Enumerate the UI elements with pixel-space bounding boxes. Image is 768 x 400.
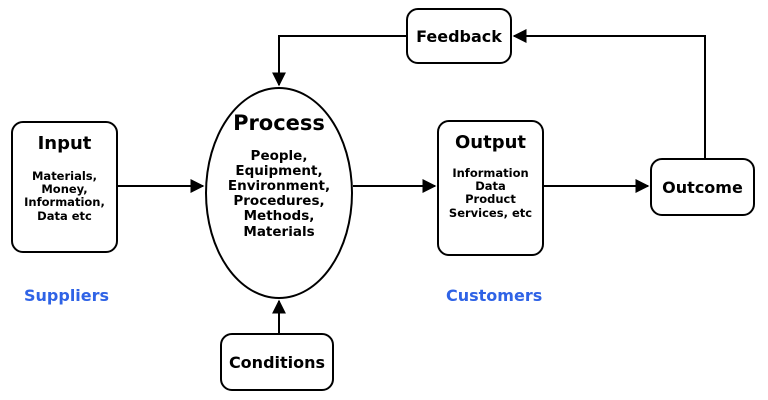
process-line: Environment, (227, 178, 331, 195)
input-node: Input Materials, Money, Information, Dat… (11, 121, 118, 253)
process-line: Procedures, (233, 193, 325, 210)
process-line: Materials (243, 223, 315, 240)
customers-label: Customers (446, 286, 543, 305)
process-line: People, (250, 148, 308, 164)
output-line: Product (465, 192, 516, 207)
conditions-title: Conditions (228, 352, 326, 372)
output-node: Output Information Data Product Services… (437, 120, 544, 256)
feedback-node: Feedback (406, 8, 512, 64)
input-line: Money, (41, 182, 88, 197)
output-details: Information Data Product Services, etc (439, 166, 542, 220)
outcome-node: Outcome (650, 158, 755, 216)
input-line: Information, (24, 195, 105, 210)
feedback-title: Feedback (416, 26, 502, 46)
conditions-node: Conditions (220, 333, 334, 391)
process-node: Process People, Equipment, Environment, … (205, 87, 353, 299)
process-details: People, Equipment, Environment, Procedur… (207, 148, 351, 240)
input-title: Input (37, 133, 92, 154)
outcome-title: Outcome (662, 177, 743, 197)
arrow-feedback-to-process (272, 35, 406, 87)
arrow-outcome-to-feedback (512, 29, 706, 158)
output-line: Data (475, 179, 506, 194)
output-title: Output (454, 132, 527, 153)
output-line: Services, etc (448, 205, 533, 220)
input-line: Materials, (31, 169, 98, 183)
process-title: Process (233, 111, 325, 135)
process-line: Methods, (243, 208, 315, 225)
process-line: Equipment, (235, 163, 323, 180)
input-details: Materials, Money, Information, Data etc (13, 169, 116, 223)
output-line: Information (452, 166, 529, 180)
suppliers-label: Suppliers (24, 286, 110, 305)
input-line: Data etc (37, 208, 92, 223)
